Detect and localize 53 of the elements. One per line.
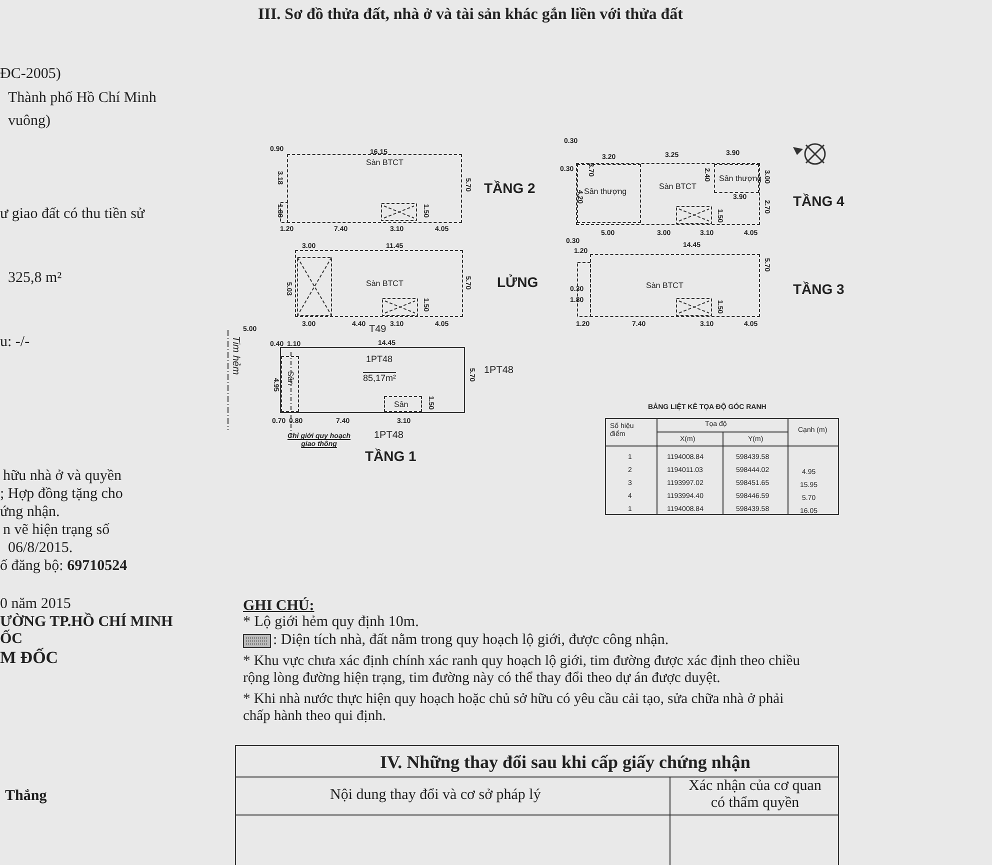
floor-plan-outline — [287, 154, 462, 223]
room-label: 85,17m² — [363, 372, 396, 383]
column-header: Nội dung thay đổi và cơ sở pháp lý — [330, 787, 541, 804]
floor-label: LỬNG — [497, 274, 538, 290]
signature-heading: M ĐỐC — [0, 648, 58, 668]
signature-heading: ỐC — [0, 631, 22, 648]
floor-label: TẦNG 3 — [793, 281, 844, 297]
document-text: hữu nhà ở và quyền — [3, 468, 122, 486]
room-label: Sân — [394, 400, 408, 409]
room-label: Sàn BTCT — [646, 281, 684, 290]
room-label: Sân thượng — [719, 174, 762, 183]
room-label: Sân thượng — [584, 187, 627, 196]
floor-label: TẦNG 2 — [484, 180, 536, 196]
document-text: ĐC-2005) — [0, 66, 61, 84]
room-outline — [714, 164, 759, 193]
note-text: * Khu vực chưa xác định chính xác ranh quy hoạch lộ giới, tim đường được xác định theo chiều rộng lòng đường hiện trạng, tim đường này có thể thay đổi theo dự án được duyệt. — [243, 653, 801, 686]
document-text: vuông) — [8, 113, 50, 130]
room-label: Sàn BTCT — [366, 279, 404, 288]
room-label: 1PT48 — [366, 354, 393, 364]
floor-label: TẦNG 4 — [793, 193, 844, 209]
floor-plan-outline — [280, 347, 465, 413]
legend-text: : Diện tích nhà, đất nằm trong quy hoạch lộ giới, được công nhận. — [273, 632, 669, 650]
floor-label: TẦNG 1 — [365, 448, 416, 464]
parcel-label: 1PT48 — [484, 365, 514, 376]
document-text: ố đăng bộ: 69710524 — [0, 558, 128, 576]
road-label: Tim hẻm — [230, 336, 241, 375]
document-text: 0 năm 2015 — [0, 596, 71, 612]
parcel-label: T49 — [369, 324, 386, 336]
document-text: n vẽ hiện trạng số — [3, 522, 110, 540]
parcel-label: 1PT48 — [374, 430, 404, 442]
document-text: 06/8/2015. — [8, 540, 73, 558]
room-outline — [577, 164, 641, 223]
document-text: 325,8 m² — [8, 270, 62, 288]
notes-heading: GHI CHÚ: — [243, 598, 314, 616]
signature-heading: ƯỜNG TP.HỒ CHÍ MINH — [0, 614, 173, 630]
section-title: III. Sơ đồ thửa đất, nhà ở và tài sản khác gắn liền với thửa đất — [258, 6, 683, 24]
document-text: ; Hợp đồng tặng cho — [0, 486, 123, 504]
column-header: Xác nhận của cơ quan có thẩm quyền — [688, 778, 822, 812]
room-label: Sàn BTCT — [659, 182, 696, 191]
room-outline — [281, 356, 299, 412]
floor-plan-outline — [295, 250, 463, 317]
document-text: Thành phố Hồ Chí Minh — [8, 90, 156, 108]
signer-name: Thắng — [5, 788, 47, 806]
document-text: u: -/- — [0, 334, 30, 352]
room-label: Sàn BTCT — [366, 158, 404, 167]
floor-plan-outline — [590, 254, 760, 317]
table-heading: IV. Những thay đổi sau khi cấp giấy chứng nhận — [380, 752, 750, 773]
floor-plan-outline — [576, 163, 760, 225]
note-text: * Khi nhà nước thực hiện quy hoạch hoặc chủ sở hữu có yêu cầu cải tạo, sửa chữa nhà ở phải chấp hành theo qui định. — [243, 691, 785, 724]
note-text: * Lộ giới hẻm quy định 10m. — [243, 614, 419, 632]
document-text: ư giao đất có thu tiền sử — [0, 206, 145, 224]
document-text: ứng nhận. — [0, 504, 60, 522]
room-outline — [384, 396, 422, 412]
